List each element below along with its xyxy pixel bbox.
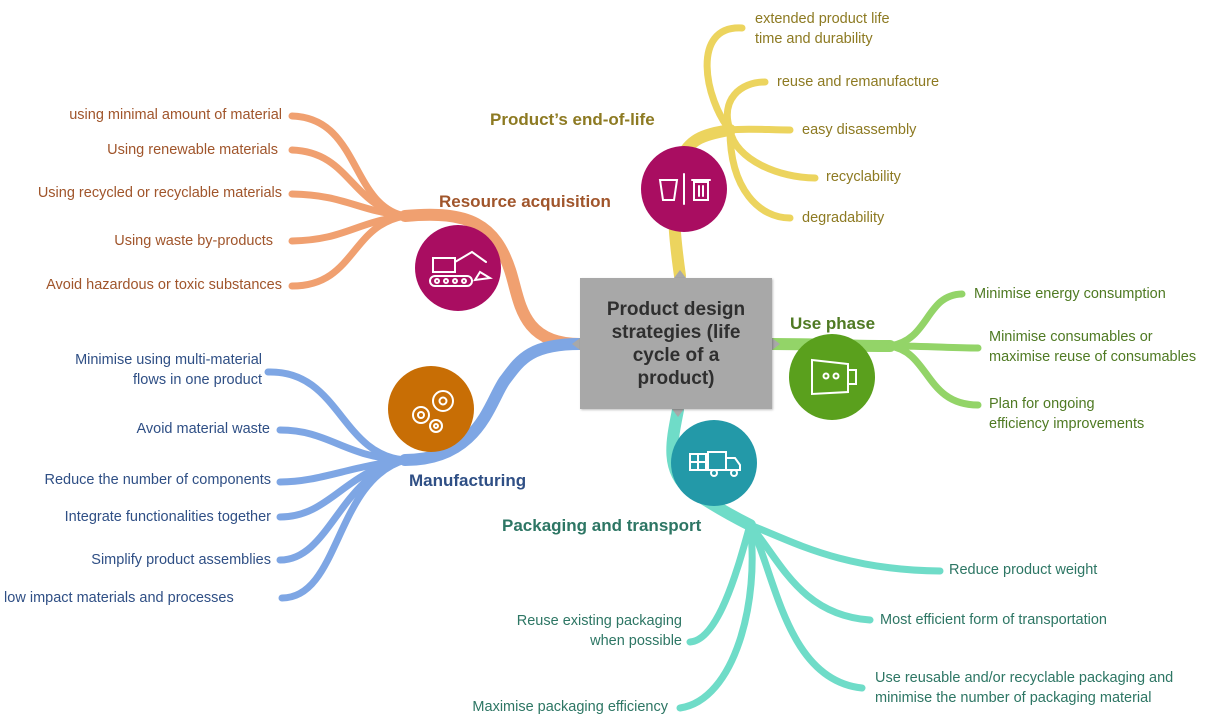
packaging-leaf-5: Maximise packaging efficiency bbox=[472, 699, 668, 715]
power-plug-icon bbox=[789, 334, 875, 420]
manufacturing-branch-curves bbox=[264, 338, 586, 602]
end-of-life-leaf-2: reuse and remanufacture bbox=[777, 74, 940, 90]
packaging-transport-title: Packaging and transport bbox=[502, 516, 702, 535]
resource-leaf-1: using minimal amount of material bbox=[69, 107, 282, 123]
resource-leaf-5: Avoid hazardous or toxic substances bbox=[46, 277, 282, 293]
end-of-life-leaf-3: easy disassembly bbox=[802, 122, 917, 138]
packaging-branch-curves bbox=[666, 404, 944, 712]
central-topic-title: Product design strategies (life cycle of… bbox=[606, 298, 746, 389]
delivery-truck-icon bbox=[671, 420, 757, 506]
manufacturing-title: Manufacturing bbox=[409, 471, 527, 490]
end-of-life-leaf-1: extended product life time and durabilit… bbox=[755, 11, 890, 47]
use-phase-leaf-2: Minimise consumables or maximise reuse o… bbox=[989, 329, 1197, 365]
manufacturing-leaf-4: Integrate functionalities together bbox=[64, 509, 271, 525]
packaging-leaf-2: Reuse existing packaging when possible bbox=[516, 613, 682, 649]
center-connectors bbox=[572, 270, 780, 417]
manufacturing-leaf-6: t low impact materials and processes bbox=[0, 590, 234, 606]
manufacturing-leaf-5: Simplify product assemblies bbox=[91, 552, 271, 568]
resource-leaf-3: Using recycled or recyclable materials bbox=[37, 185, 282, 201]
end-of-life-title: Product’s end-of-life bbox=[490, 110, 655, 129]
resource-leaf-2: Using renewable materials bbox=[107, 142, 278, 158]
recycle-bin-icon bbox=[641, 146, 727, 232]
resource-acquisition-title: Resource acquisition bbox=[439, 192, 611, 211]
excavator-icon bbox=[415, 225, 501, 311]
end-of-life-leaf-4: recyclability bbox=[826, 169, 901, 185]
manufacturing-leaf-3: Reduce the number of components bbox=[44, 472, 272, 488]
packaging-leaf-3: Most efficient form of transportation bbox=[880, 612, 1108, 628]
resource-branch-curves bbox=[288, 112, 586, 350]
packaging-leaf-1: Reduce product weight bbox=[949, 562, 1098, 578]
end-of-life-leaf-5: degradability bbox=[802, 210, 885, 226]
use-phase-leaf-3: Plan for ongoing efficiency improvements bbox=[989, 396, 1145, 432]
central-topic: Product design strategies (life cycle of… bbox=[580, 278, 772, 409]
use-phase-title: Use phase bbox=[790, 314, 876, 333]
manufacturing-leaf-2: Avoid material waste bbox=[136, 421, 270, 437]
packaging-leaf-4: Use reusable and/or recyclable packaging… bbox=[875, 670, 1174, 706]
gears-icon bbox=[388, 366, 474, 452]
manufacturing-leaf-1: Minimise using multi-material flows in o… bbox=[75, 352, 262, 388]
use-phase-leaf-1: Minimise energy consumption bbox=[974, 286, 1166, 302]
resource-leaf-4: Using waste by-products bbox=[114, 233, 273, 249]
